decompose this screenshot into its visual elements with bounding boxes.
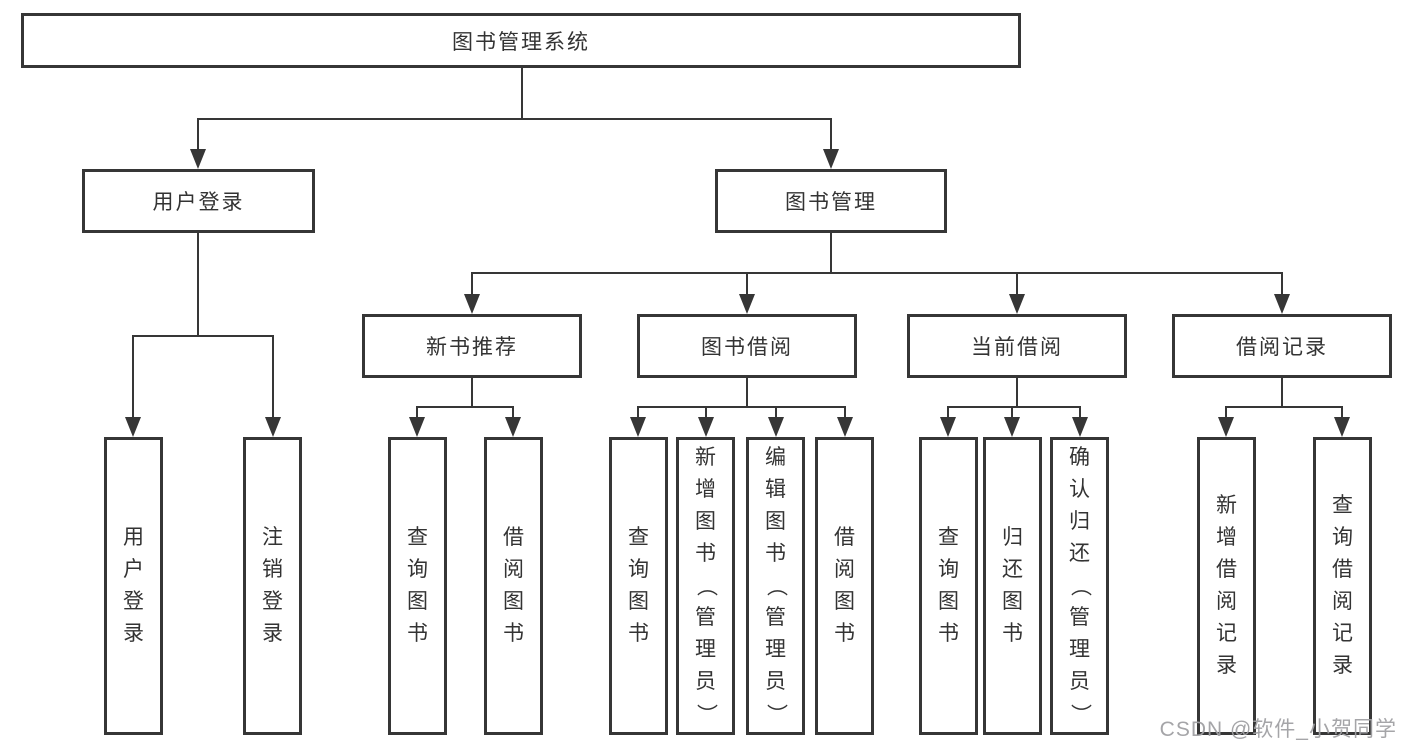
arrowhead xyxy=(505,417,521,437)
leaf-logout: 注销登录 xyxy=(243,437,302,735)
leaf-borrow-borrow-books: 借阅图书 xyxy=(815,437,874,735)
connector-line xyxy=(132,335,134,419)
node-new-book-recommendation-label: 新书推荐 xyxy=(426,336,518,359)
leaf-user-login: 用户登录 xyxy=(104,437,163,735)
connector-line xyxy=(830,233,832,272)
leaf-borrow-edit-books-admin-label: 编辑图书（管理员） xyxy=(764,446,788,725)
connector-line xyxy=(1341,406,1343,419)
leaf-borrow-borrow-books-label: 借阅图书 xyxy=(834,526,855,645)
node-borrowing-records: 借阅记录 xyxy=(1172,314,1392,378)
leaf-records-query-record: 查询借阅记录 xyxy=(1313,437,1372,735)
leaf-current-return-books-label: 归还图书 xyxy=(1002,526,1023,645)
arrowhead xyxy=(739,294,755,314)
leaf-newbook-query-books-label: 查询图书 xyxy=(407,526,428,645)
leaf-logout-label: 注销登录 xyxy=(262,526,283,645)
connector-line xyxy=(1079,406,1081,419)
arrowhead xyxy=(823,149,839,169)
connector-line xyxy=(471,378,473,408)
leaf-borrow-add-books-admin: 新增图书（管理员） xyxy=(676,437,735,735)
connector-line xyxy=(416,406,418,419)
connector-line xyxy=(197,118,199,151)
connector-line xyxy=(746,378,748,408)
node-user-login: 用户登录 xyxy=(82,169,315,233)
leaf-current-confirm-return-admin: 确认归还（管理员） xyxy=(1050,437,1109,735)
leaf-current-query-books-label: 查询图书 xyxy=(938,526,959,645)
leaf-newbook-query-books: 查询图书 xyxy=(388,437,447,735)
connector-line xyxy=(1281,272,1283,296)
connector-line xyxy=(1281,378,1283,408)
connector-line xyxy=(197,118,832,120)
arrowhead xyxy=(1009,294,1025,314)
node-book-borrowing: 图书借阅 xyxy=(637,314,857,378)
arrowhead xyxy=(265,417,281,437)
connector-line xyxy=(1016,272,1018,296)
node-library-management-system-label: 图书管理系统 xyxy=(452,30,590,54)
leaf-borrow-query-books-label: 查询图书 xyxy=(628,526,649,645)
connector-line xyxy=(471,272,1283,274)
leaf-records-add-record: 新增借阅记录 xyxy=(1197,437,1256,735)
leaf-records-add-record-label: 新增借阅记录 xyxy=(1216,494,1237,677)
leaf-records-query-record-label: 查询借阅记录 xyxy=(1332,494,1353,677)
arrowhead xyxy=(1334,417,1350,437)
connector-line xyxy=(272,335,274,419)
leaf-newbook-borrow-books-label: 借阅图书 xyxy=(503,526,524,645)
arrowhead xyxy=(409,417,425,437)
leaf-borrow-edit-books-admin: 编辑图书（管理员） xyxy=(746,437,805,735)
leaf-current-query-books: 查询图书 xyxy=(919,437,978,735)
arrowhead xyxy=(698,417,714,437)
node-current-borrowing-label: 当前借阅 xyxy=(971,336,1063,359)
connector-line xyxy=(132,335,274,337)
connector-line xyxy=(471,272,473,296)
connector-line xyxy=(1225,406,1343,408)
node-book-management-label: 图书管理 xyxy=(785,191,877,214)
arrowhead xyxy=(1218,417,1234,437)
connector-line xyxy=(512,406,514,419)
leaf-borrow-add-books-admin-label: 新增图书（管理员） xyxy=(694,446,718,725)
connector-line xyxy=(1011,406,1013,419)
connector-line xyxy=(521,66,523,118)
arrowhead xyxy=(190,149,206,169)
connector-line xyxy=(197,233,199,335)
connector-line xyxy=(947,406,949,419)
leaf-current-return-books: 归还图书 xyxy=(983,437,1042,735)
connector-line xyxy=(775,406,777,419)
connector-line xyxy=(637,406,639,419)
arrowhead xyxy=(1274,294,1290,314)
node-user-login-label: 用户登录 xyxy=(152,191,245,214)
node-new-book-recommendation: 新书推荐 xyxy=(362,314,582,378)
arrowhead xyxy=(940,417,956,437)
arrowhead xyxy=(768,417,784,437)
node-book-borrowing-label: 图书借阅 xyxy=(701,336,793,359)
arrowhead xyxy=(837,417,853,437)
node-borrowing-records-label: 借阅记录 xyxy=(1236,336,1328,359)
leaf-newbook-borrow-books: 借阅图书 xyxy=(484,437,543,735)
connector-line xyxy=(830,118,832,151)
connector-line xyxy=(637,406,846,408)
arrowhead xyxy=(464,294,480,314)
csdn-watermark: CSDN @软件_小贺同学 xyxy=(1159,718,1397,741)
connector-line xyxy=(947,406,1081,408)
connector-line xyxy=(1016,378,1018,408)
connector-line xyxy=(705,406,707,419)
node-current-borrowing: 当前借阅 xyxy=(907,314,1127,378)
node-library-management-system: 图书管理系统 xyxy=(21,13,1021,68)
arrowhead xyxy=(630,417,646,437)
node-book-management: 图书管理 xyxy=(715,169,947,233)
arrowhead xyxy=(1004,417,1020,437)
connector-line xyxy=(844,406,846,419)
connector-line xyxy=(1225,406,1227,419)
connector-line xyxy=(746,272,748,296)
arrowhead xyxy=(1072,417,1088,437)
arrowhead xyxy=(125,417,141,437)
leaf-current-confirm-return-admin-label: 确认归还（管理员） xyxy=(1068,446,1092,725)
connector-line xyxy=(416,406,514,408)
leaf-borrow-query-books: 查询图书 xyxy=(609,437,668,735)
leaf-user-login-label: 用户登录 xyxy=(123,526,144,645)
